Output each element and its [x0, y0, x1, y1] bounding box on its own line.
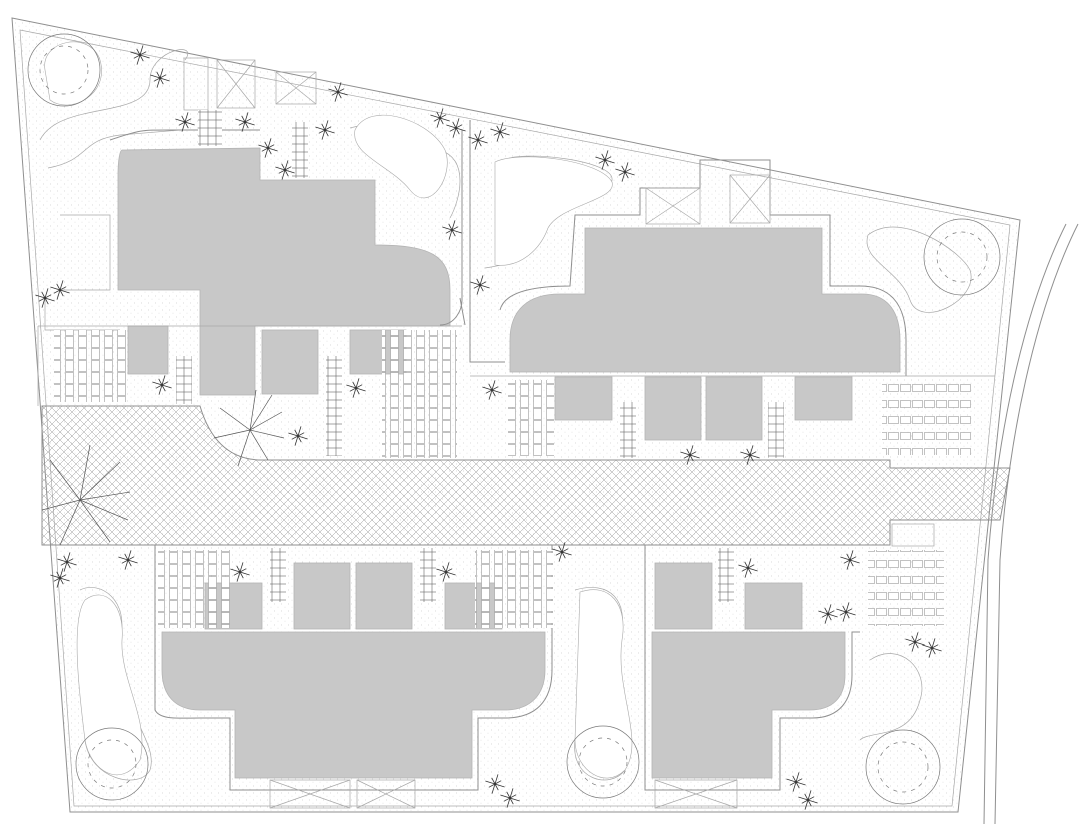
palm-tree-icon: [468, 130, 488, 150]
unit-ne-4: [794, 376, 853, 421]
round-tree-icon: [865, 729, 941, 805]
parking-bays-sc: [475, 550, 553, 628]
palm-tree-icon: [490, 122, 510, 142]
palm-tree-icon: [922, 638, 942, 658]
palm-tree-icon: [275, 160, 295, 180]
palm-tree-icon: [482, 380, 502, 400]
palm-tree-icon: [41, 444, 131, 546]
lawn-island-sw: [76, 594, 143, 776]
unit-ne-2: [644, 376, 702, 441]
palm-tree-icon: [130, 45, 150, 65]
unit-ne-3: [705, 376, 763, 441]
unit-sw-2: [293, 562, 351, 630]
road-edge-inner: [983, 223, 1067, 824]
parking-bays-nw: [54, 330, 126, 402]
palm-tree-icon: [840, 550, 860, 570]
palm-tree-icon: [905, 632, 925, 652]
stairs: [176, 110, 784, 602]
palm-tree-icon: [446, 118, 466, 138]
round-tree-icon: [566, 725, 640, 799]
palm-tree-icon: [436, 562, 456, 582]
palm-tree-icon: [595, 150, 615, 170]
inner-boundary: [19, 29, 1011, 807]
plot-outlines: [37, 120, 995, 791]
palm-tree-icon: [57, 552, 77, 572]
palm-tree-icon: [430, 108, 450, 128]
palm-tree-icon: [836, 602, 856, 622]
building-northeast: [509, 227, 901, 373]
road-edge-outer: [994, 223, 1079, 824]
entrance-boxes: [183, 57, 935, 809]
paved-promenade: [41, 405, 1011, 546]
palm-tree-icon: [500, 788, 520, 808]
palm-tree-icon: [118, 550, 138, 570]
parking-bays-nec: [508, 380, 554, 456]
palm-tree-icon: [258, 138, 278, 158]
round-trees: [27, 33, 1001, 805]
palm-tree-icon: [738, 558, 758, 578]
palm-tree-icon: [615, 162, 635, 182]
palm-tree-icon: [35, 288, 55, 308]
building-northwest-wing: [127, 325, 169, 375]
palm-tree-icon: [50, 280, 70, 300]
palm-tree-icon: [235, 112, 255, 132]
palm-tree-icon: [470, 275, 490, 295]
palm-tree-icon: [50, 568, 70, 588]
palm-tree-icon: [152, 375, 172, 395]
palm-tree-icon: [328, 82, 348, 102]
lawn-island-e: [494, 156, 613, 266]
palm-tree-icon: [315, 120, 335, 140]
parking-bays-nc: [382, 330, 457, 458]
round-tree-icon: [923, 218, 1001, 296]
round-tree-icon: [27, 33, 101, 107]
building-southeast: [651, 631, 846, 779]
unit-ne-1: [554, 376, 613, 421]
palm-tree-icon: [175, 112, 195, 132]
feature-palms: [41, 389, 285, 546]
lawn-island-s: [574, 589, 633, 779]
palm-tree-icon: [552, 542, 572, 562]
palm-tree-icon: [485, 774, 505, 794]
unit-se-1: [654, 562, 713, 630]
palm-tree-icon: [150, 68, 170, 88]
building-southwest: [161, 631, 546, 779]
unit-nw-1: [261, 329, 319, 395]
parking-areas: [54, 330, 972, 628]
parking-bays-sw: [158, 550, 230, 628]
palm-tree-icon: [213, 389, 285, 467]
parking-bays-se: [868, 550, 944, 626]
palm-tree-icon: [740, 445, 760, 465]
palm-tree-icon: [288, 426, 308, 446]
small-palms: [35, 45, 942, 810]
building-northwest: [117, 147, 451, 396]
palm-tree-icon: [818, 604, 838, 624]
lawn-island-ne: [354, 114, 448, 198]
unit-se-2: [744, 582, 803, 630]
palm-tree-icon: [442, 220, 462, 240]
palm-tree-icon: [230, 562, 250, 582]
palm-tree-icon: [786, 772, 806, 792]
palm-tree-icon: [346, 378, 366, 398]
parking-bays-east: [882, 383, 972, 455]
palm-tree-icon: [798, 790, 818, 810]
unit-sw-3: [355, 562, 413, 630]
round-tree-icon: [75, 727, 149, 801]
palm-tree-icon: [680, 445, 700, 465]
